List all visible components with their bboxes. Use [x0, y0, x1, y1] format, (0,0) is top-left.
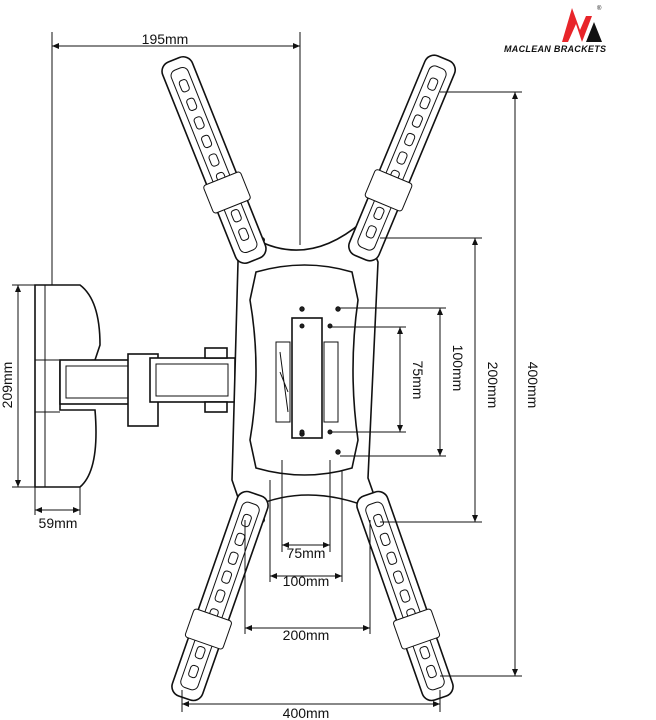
dim-200mm-vertical: 200mm [485, 362, 501, 409]
dim-195mm: 195mm [142, 31, 189, 47]
arm-bottom-left [171, 490, 269, 702]
dim-75mm-vertical: 75mm [410, 361, 426, 400]
dim-200mm-horizontal: 200mm [283, 627, 330, 643]
svg-text:®: ® [597, 5, 602, 12]
maclean-brackets-logo: ® MACLEAN BRACKETS [500, 2, 656, 62]
dim-400mm-vertical: 400mm [525, 362, 541, 409]
arm-bottom-right [356, 490, 454, 702]
arm-top-left [161, 55, 267, 265]
dim-75mm-horizontal: 75mm [287, 545, 326, 561]
dim-100mm-horizontal: 100mm [283, 573, 330, 589]
dim-59mm: 59mm [39, 515, 78, 531]
arm-top-right [347, 54, 457, 262]
dimension-lines [12, 32, 522, 712]
logo-mark-icon: ® [562, 5, 602, 42]
wall-plate [34, 284, 101, 488]
swing-arm [59, 347, 236, 427]
logo-text: MACLEAN BRACKETS [504, 44, 607, 54]
dim-100mm-vertical: 100mm [450, 345, 466, 392]
center-plate [231, 220, 382, 523]
dim-400mm-horizontal: 400mm [283, 705, 330, 720]
dim-209mm: 209mm [0, 362, 15, 409]
